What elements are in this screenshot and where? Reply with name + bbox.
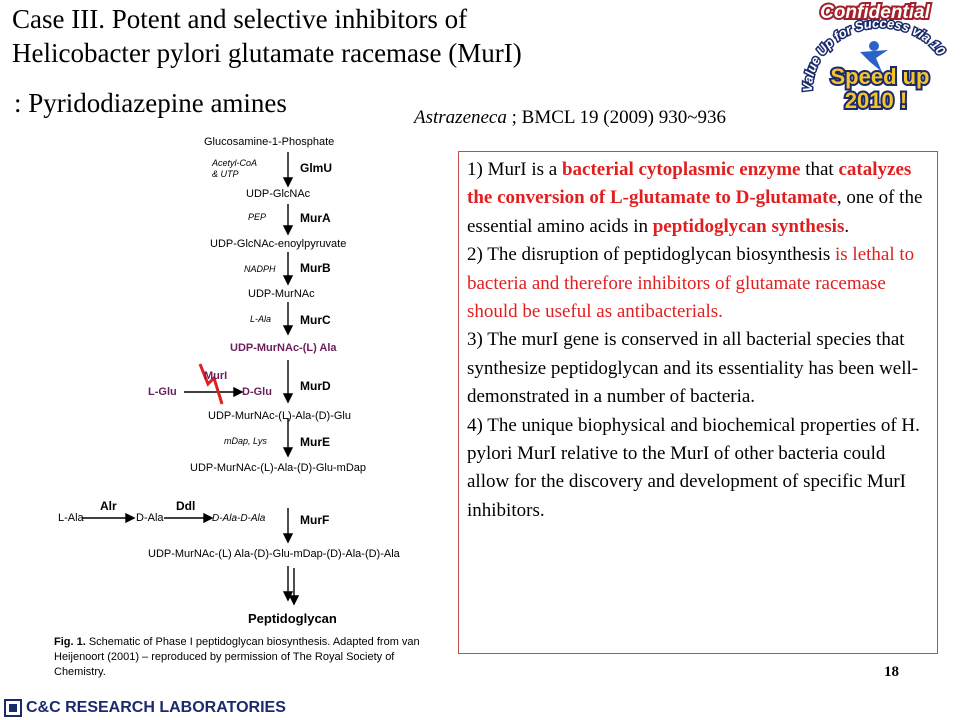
page-number: 18 <box>884 664 899 680</box>
point-1-a: 1) MurI is a <box>467 159 562 180</box>
citation-ref: ; BMCL 19 (2009) 930~936 <box>506 107 726 128</box>
point-2-b: is lethal to bacteria and therefore inhi… <box>467 244 915 323</box>
title-line-1: Case III. Potent and selective inhibitor… <box>12 4 468 34</box>
cofactor-mdap-lys: mDap, Lys <box>224 436 267 446</box>
muri-product: D-Glu <box>242 386 272 398</box>
caption-lead: Fig. 1. <box>54 636 86 648</box>
point-2-a: 2) The disruption of peptidoglycan biosy… <box>467 244 835 266</box>
cofactor-utp: & UTP <box>212 169 239 179</box>
alr-substrate: L-Ala <box>58 512 84 524</box>
pathway-start: Glucosamine-1-Phosphate <box>204 136 335 148</box>
enzyme-murb: MurB <box>300 261 331 275</box>
enzyme-murc: MurC <box>300 313 331 327</box>
product-d-glu: UDP-MurNAc-(L)-Ala-(D)-Glu <box>208 410 351 422</box>
enzyme-murf: MurF <box>300 513 330 527</box>
caption-body: Schematic of Phase I peptidoglycan biosy… <box>54 636 420 678</box>
product-mdap: UDP-MurNAc-(L)-Ala-(D)-Glu-mDap <box>190 462 366 474</box>
cofactor-l-ala: L-Ala <box>250 314 272 324</box>
figure-caption: Fig. 1. Schematic of Phase I peptidoglyc… <box>54 635 434 680</box>
logo-speed-up: Speed up <box>830 64 929 89</box>
product-udp-glcnac: UDP-GlcNAc <box>246 188 311 200</box>
pathway-end: Peptidoglycan <box>248 611 337 626</box>
enzyme-mure: MurE <box>300 435 330 449</box>
alr-product: D-Ala <box>136 512 164 524</box>
enzyme-mura: MurA <box>300 211 331 225</box>
lightning-icon <box>198 363 224 405</box>
citation-company: Astrazeneca <box>414 107 507 128</box>
cofactor-nadph: NADPH <box>244 264 276 274</box>
point-1-b: bacterial cytoplasmic enzyme <box>561 159 801 180</box>
point-1: 1) MurI is a bacterial cytoplasmic enzym… <box>467 156 929 241</box>
enzyme-ddl: Ddl <box>176 499 196 513</box>
point-1-f: peptidoglycan synthesis <box>652 215 845 237</box>
title-line-2: Helicobacter pylori glutamate racemase (… <box>12 38 522 68</box>
slide-subtitle: : Pyridodiazepine amines <box>14 88 287 118</box>
citation: Astrazeneca ; BMCL 19 (2009) 930~936 <box>414 106 726 130</box>
logo-year: 2010 ! <box>845 88 907 113</box>
logo-figure-icon <box>860 41 888 72</box>
point-4: 4) The unique biophysical and biochemica… <box>467 414 920 521</box>
point-1-g: . <box>844 215 850 237</box>
product-murnac-l-ala: UDP-MurNAc-(L) Ala <box>230 342 337 354</box>
cofactor-acetyl-coa: Acetyl-CoA <box>212 158 258 168</box>
pathway-arrows <box>82 152 300 606</box>
slide-title: Case III. Potent and selective inhibitor… <box>12 2 522 70</box>
product-final-precursor: UDP-MurNAc-(L) Ala-(D)-Glu-mDap-(D)-Ala-… <box>148 548 400 560</box>
enzyme-alr: Alr <box>100 499 117 513</box>
product-udp-murnac: UDP-MurNAc <box>248 288 315 300</box>
key-points-box: 1) MurI is a bacterial cytoplasmic enzym… <box>458 151 938 654</box>
point-1-d: catalyzes the conversion of L-glutamate … <box>467 159 912 209</box>
point-1-c: that <box>800 159 839 180</box>
point-3: 3) The murI gene is conserved in all bac… <box>467 329 919 408</box>
cofactor-pep: PEP <box>248 212 267 222</box>
muri-substrate: L-Glu <box>148 386 177 398</box>
ddl-product: D-Ala-D-Ala <box>212 513 266 524</box>
logo-confidential: Confidential <box>820 2 930 23</box>
company-logo-icon <box>4 699 22 717</box>
speed-up-logo: Confidential Value Up for Success via 10… <box>798 0 950 115</box>
enzyme-glmu: GlmU <box>300 161 333 175</box>
footer-text: C&C RESEARCH LABORATORIES <box>26 699 286 716</box>
point-2: 2) The disruption of peptidoglycan biosy… <box>467 241 929 326</box>
pathway-figure: Glucosamine-1-Phosphate Acetyl-CoA & UTP… <box>40 128 440 688</box>
enzyme-murd: MurD <box>300 379 331 393</box>
muri-enzyme: MurI <box>204 370 228 382</box>
point-1-e: , one of the essential amino acids in <box>467 187 923 237</box>
product-enoylpyruvate: UDP-GlcNAc-enoylpyruvate <box>210 238 347 250</box>
footer-brand: C&C RESEARCH LABORATORIES <box>0 696 320 720</box>
